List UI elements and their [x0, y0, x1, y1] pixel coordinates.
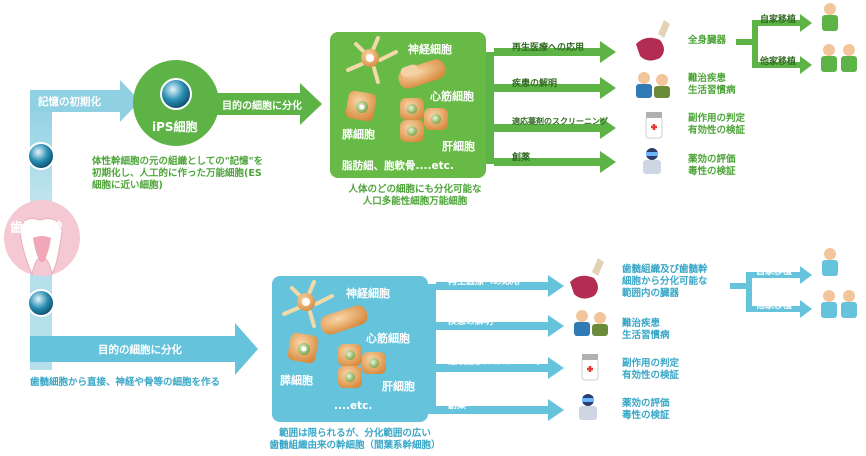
pancreas-cell-upper: [345, 90, 377, 122]
upper-etc-label: 脂肪細、胞軟骨....etc.: [342, 160, 454, 172]
trunk-ball-lower-icon: [27, 289, 55, 317]
upper-result-organs: 全身臓器: [688, 35, 726, 47]
lower-result-screening-line-1: 副作用の判定: [622, 358, 680, 369]
person-icon-self-upper: [822, 3, 838, 31]
people-icon-upper: [636, 72, 670, 98]
upper-result-disease-line-2: 生活習慣病: [688, 85, 736, 96]
liver-cells-upper: [400, 98, 448, 142]
lower-app-drug: 創薬: [448, 401, 467, 411]
lower-transplant-other: 他家移植: [756, 301, 793, 311]
ips-desc-line-1: 体性幹細胞の元の組織としての"記憶"を: [92, 156, 264, 167]
lower-result-organs-line-1: 歯髄組織及び歯髄幹: [622, 264, 708, 275]
lower-heart-label: 心筋細胞: [366, 332, 410, 345]
upper-result-drug: 薬効の評価 毒性の検証: [688, 154, 736, 178]
trunk-ball-upper-icon: [27, 142, 55, 170]
upper-transplant-other: 他家移植: [760, 57, 797, 67]
arrow-to-ips: [30, 80, 140, 122]
upper-branch-label: 記憶の初期化: [38, 96, 101, 108]
lower-result-screening: 副作用の判定 有効性の検証: [622, 358, 679, 382]
lower-result-organs-line-2: 細胞から分化可能な: [622, 276, 708, 287]
researcher-icon-upper: [643, 148, 661, 174]
lower-pancreas-label: 膵細胞: [280, 374, 313, 387]
source-label: 歯髄組織: [10, 221, 63, 236]
neuron-cell-upper: [346, 36, 398, 84]
upper-app-disease: 疾患の解明: [512, 79, 558, 89]
lower-app-regenerative: 再生医療への応用: [448, 277, 521, 287]
lower-neuro-label: 神経細胞: [346, 287, 390, 300]
lower-result-screening-line-2: 有効性の検証: [622, 370, 680, 381]
lower-result-drug-line-2: 毒性の検証: [622, 410, 670, 421]
medicine-icon-upper: [645, 112, 663, 139]
lower-diff-label: 目的の細胞に分化: [98, 344, 182, 356]
researcher-icon-lower: [579, 394, 597, 420]
upper-box-description: 人体のどの細胞にも分化可能な 人口多能性細胞万能細胞: [330, 184, 500, 208]
upper-branch-arrows: [486, 41, 616, 173]
organs-icon-lower: [570, 258, 604, 299]
person-icon-self-lower: [822, 248, 838, 276]
upper-result-screening: 副作用の判定 有効性の検証: [688, 113, 745, 137]
upper-transplant-self: 自家移植: [760, 15, 797, 25]
ips-ball-icon: [160, 78, 192, 110]
people-icon-lower: [574, 310, 608, 336]
lower-result-organs: 歯髄組織及び歯髄幹 細胞から分化可能な 範囲内の臓器: [622, 264, 708, 300]
person-icon-other-lower: [821, 290, 857, 318]
upper-result-disease: 難治疾患 生活習慣病: [688, 73, 736, 97]
lower-result-organs-line-3: 範囲内の臓器: [622, 288, 680, 299]
arrow-lower-to-box: [30, 323, 258, 375]
upper-transplant-fork: [736, 14, 812, 74]
upper-liver-label: 肝細胞: [442, 140, 475, 153]
arrow-ips-to-box: [215, 83, 322, 125]
lower-result-drug: 薬効の評価 毒性の検証: [622, 398, 670, 422]
ips-description: 体性幹細胞の元の組織としての"記憶"を 初期化し、人工的に作った万能細胞(ES …: [92, 156, 312, 192]
lower-transplant-fork: [730, 266, 812, 318]
lower-result-disease-line-1: 難治疾患: [622, 318, 661, 329]
lower-description: 歯髄細胞から直接、神経や骨等の細胞を作る: [30, 377, 221, 388]
upper-result-screening-line-1: 副作用の判定: [688, 113, 746, 124]
heart-cell-upper: [398, 59, 446, 89]
lower-etc-label: ....etc.: [334, 400, 373, 412]
liver-cells-lower: [338, 344, 386, 388]
neuron-cell-lower: [282, 280, 334, 328]
upper-neuro-label: 神経細胞: [408, 43, 452, 56]
upper-heart-label: 心筋細胞: [430, 90, 474, 103]
lower-box-desc-line-1: 範囲は限られるが、分化範囲の広い: [279, 428, 431, 439]
lower-liver-label: 肝細胞: [382, 380, 415, 393]
medicine-icon-lower: [581, 354, 599, 381]
person-icon-other-upper: [821, 44, 857, 72]
upper-result-drug-line-1: 薬効の評価: [688, 154, 736, 165]
upper-app-drug: 創薬: [512, 153, 531, 163]
lower-result-drug-line-1: 薬効の評価: [622, 398, 670, 409]
upper-diff-label: 目的の細胞に分化: [222, 101, 302, 112]
upper-result-screening-line-2: 有効性の検証: [688, 125, 746, 136]
lower-box-description: 範囲は限られるが、分化範囲の広い 歯髄組織由来の幹細胞（間葉系幹細胞）: [245, 428, 465, 452]
upper-pancreas-label: 膵細胞: [342, 128, 375, 141]
lower-result-disease: 難治疾患 生活習慣病: [622, 318, 670, 342]
lower-result-disease-line-2: 生活習慣病: [622, 330, 670, 341]
pancreas-cell-lower: [287, 332, 319, 364]
ips-desc-line-3: 細胞に近い細胞): [92, 180, 163, 191]
lower-branch-arrows: [428, 275, 564, 421]
upper-app-regenerative: 再生医療への応用: [512, 43, 585, 53]
lower-app-disease: 疾患の解明: [448, 317, 494, 327]
upper-app-screening: 適応薬剤のスクリーニング: [512, 117, 608, 126]
organs-icon-upper: [636, 20, 670, 61]
lower-app-screening: 適応薬剤のスクリーニング: [448, 357, 544, 366]
upper-box-desc-line-2: 人口多能性細胞万能細胞: [362, 196, 468, 207]
ips-desc-line-2: 初期化し、人工的に作った万能細胞(ES: [92, 168, 262, 179]
ips-label: iPS細胞: [152, 120, 198, 134]
lower-transplant-self: 自家移植: [756, 267, 793, 277]
upper-result-organs-line-1: 全身臓器: [688, 35, 727, 46]
upper-box-desc-line-1: 人体のどの細胞にも分化可能な: [348, 184, 482, 195]
heart-cell-lower: [320, 305, 368, 335]
upper-result-drug-line-2: 毒性の検証: [688, 166, 736, 177]
upper-result-disease-line-1: 難治疾患: [688, 73, 727, 84]
lower-box-desc-line-2: 歯髄組織由来の幹細胞（間葉系幹細胞）: [269, 440, 441, 451]
